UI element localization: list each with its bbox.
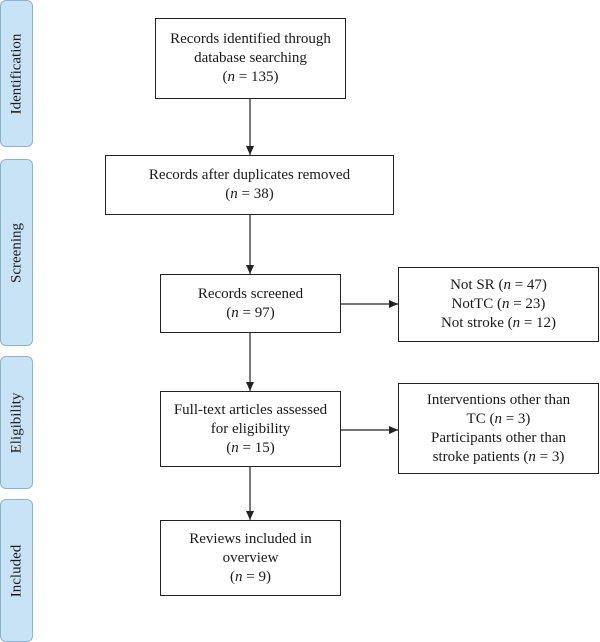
box-count: (n = 15)	[226, 439, 275, 456]
box-text-line: database searching	[194, 50, 307, 66]
box-text-line: Records identified through	[170, 31, 331, 47]
box-text-line: Full-text articles assessed	[173, 401, 328, 418]
box-text-line: Records screened	[197, 285, 304, 302]
phase-eligibility: Eligibility	[0, 356, 33, 489]
exclusion-item: Not SR (n = 47)	[450, 277, 547, 293]
box-excluded-screening: Not SR (n = 47) NotTC (n = 23) Not strok…	[398, 267, 599, 342]
box-excluded-fulltext: Interventions other than TC (n = 3) Part…	[398, 383, 599, 474]
exclusion-item: Participants other than	[431, 429, 566, 446]
box-records-screened: Records screened (n = 97)	[160, 274, 341, 333]
box-text-line: Reviews included in	[189, 530, 312, 547]
phase-identification: Identification	[0, 0, 33, 147]
exclusion-item: Interventions other than	[426, 391, 571, 408]
box-text-line: overview	[222, 549, 279, 566]
box-records-identified: Records identified through database sear…	[155, 18, 346, 99]
phase-included: Included	[0, 499, 33, 642]
box-count: (n = 38)	[225, 186, 274, 202]
box-count: (n = 9)	[230, 568, 271, 585]
box-count: (n = 97)	[226, 304, 275, 321]
exclusion-item: NotTC (n = 23)	[451, 296, 546, 312]
box-text-line: Records after duplicates removed	[148, 167, 351, 183]
box-reviews-included: Reviews included in overview (n = 9)	[160, 520, 341, 596]
box-duplicates-removed: Records after duplicates removed (n = 38…	[105, 155, 394, 215]
exclusion-item: stroke patients (n = 3)	[432, 448, 565, 465]
box-fulltext-assessed: Full-text articles assessed for eligibil…	[160, 391, 341, 467]
box-text-line: for eligibility	[210, 420, 291, 437]
phase-screening: Screening	[0, 159, 33, 346]
exclusion-item: Not stroke (n = 12)	[440, 315, 557, 331]
exclusion-item: TC (n = 3)	[466, 410, 531, 427]
box-count: (n = 135)	[222, 69, 279, 85]
